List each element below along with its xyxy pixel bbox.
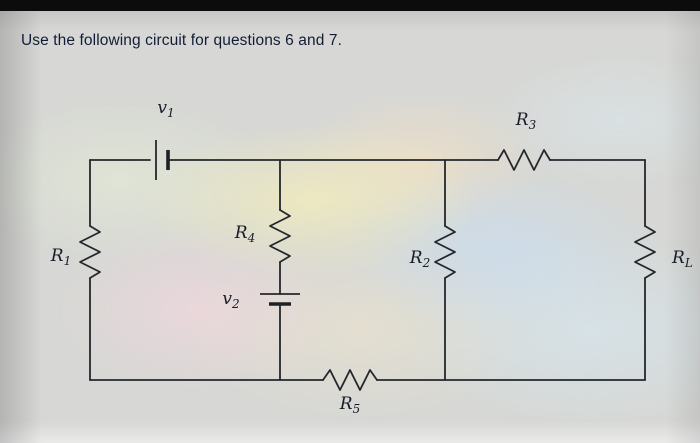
label-r2-sub: 2 bbox=[422, 256, 431, 270]
label-rl: RL bbox=[671, 248, 693, 270]
voltage-source-v1 bbox=[155, 140, 170, 180]
label-v1: v1 bbox=[157, 98, 174, 120]
label-r2-base: R bbox=[409, 248, 423, 268]
label-v2-sub: 2 bbox=[231, 297, 240, 311]
label-v2: v2 bbox=[222, 289, 239, 311]
label-r2: R2 bbox=[409, 248, 430, 270]
resistor-zigzag bbox=[322, 369, 378, 391]
resistor-zigzag bbox=[634, 225, 656, 279]
resistor-zigzag bbox=[269, 209, 291, 263]
label-r4-sub: 4 bbox=[247, 231, 256, 245]
label-r3-base: R bbox=[515, 110, 529, 130]
label-r1-base: R bbox=[50, 246, 64, 266]
resistor-zigzag bbox=[79, 225, 101, 279]
top-black-bar bbox=[0, 0, 700, 11]
label-r1-sub: 1 bbox=[64, 254, 72, 268]
label-rl-sub: L bbox=[684, 256, 693, 270]
branch-middle-r4-v2 bbox=[260, 159, 300, 381]
label-r3-sub: 3 bbox=[529, 118, 537, 132]
label-r4-base: R bbox=[234, 223, 248, 243]
resistor-zigzag bbox=[497, 149, 551, 171]
branch-left-r1 bbox=[79, 159, 101, 381]
label-r3: R3 bbox=[515, 110, 537, 132]
label-rl-base: R bbox=[671, 248, 685, 268]
label-r5-base: R bbox=[339, 394, 353, 414]
label-r1: R1 bbox=[50, 246, 71, 268]
label-r5: R5 bbox=[339, 394, 360, 416]
resistor-r3 bbox=[497, 149, 551, 171]
branch-right-rl bbox=[634, 159, 656, 381]
resistor-zigzag bbox=[434, 225, 456, 279]
label-v1-sub: 1 bbox=[167, 106, 175, 120]
label-v1-base: v bbox=[157, 98, 167, 118]
question-instruction: Use the following circuit for questions … bbox=[21, 32, 342, 49]
label-r5-sub: 5 bbox=[353, 402, 361, 416]
label-r4: R4 bbox=[234, 223, 255, 245]
label-v2-base: v bbox=[222, 289, 232, 309]
wire-bottom-r5 bbox=[89, 369, 646, 391]
branch-r2 bbox=[434, 159, 456, 381]
